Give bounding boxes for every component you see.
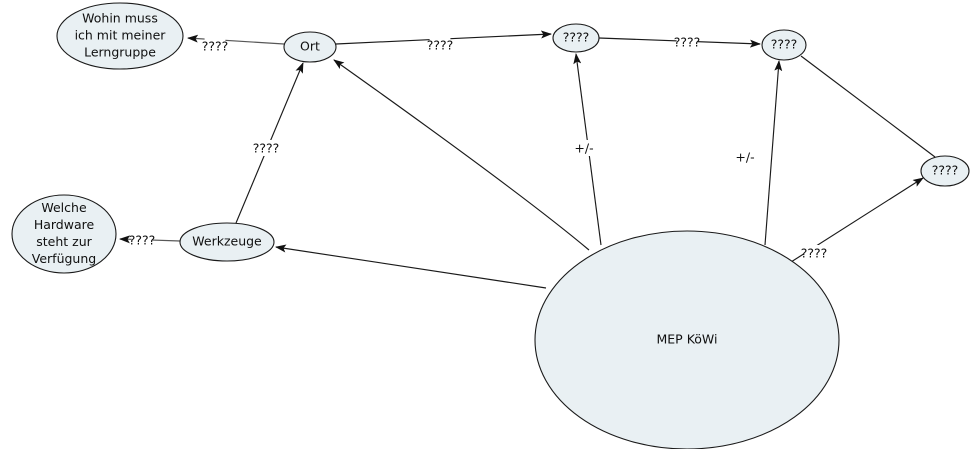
edge-label: ???? [202,39,229,54]
node-label: steht zur [36,234,92,249]
node-shape[interactable] [920,155,970,187]
edge-label: +/- [574,141,593,156]
edge-line [800,55,936,158]
node-q3[interactable]: ???? [920,155,970,187]
edge-mep-to-q2: +/- [735,60,783,246]
edge-label-backdrop [131,232,153,248]
node-label: ???? [563,30,590,45]
edge-label: ???? [674,35,701,50]
edge-label-backdrop [676,34,698,50]
edge-label: +/- [735,150,754,165]
edge-label-backdrop [803,245,825,261]
edge-mep-to-werkzeuge [275,244,547,289]
edge-mep-to-ort [333,59,590,251]
node-shape[interactable] [283,31,337,63]
edge-mep-to-q3: ???? [790,177,924,263]
node-label: ???? [932,163,959,178]
node-shape[interactable] [761,29,807,61]
node-ort[interactable]: Ort [283,31,337,63]
edge-label-backdrop [255,140,277,156]
node-shape[interactable] [56,2,184,70]
edge-label-backdrop [575,140,593,156]
node-shape[interactable] [534,230,840,449]
edge-werkzeuge-to-hw: ???? [119,232,181,248]
edge-line [187,34,285,45]
edge-label-backdrop [204,38,226,54]
node-werkzeuge[interactable]: Werkzeuge [179,222,275,262]
node-shape[interactable] [552,23,600,53]
node-label: MEP KöWi [657,332,718,347]
edge-line [275,244,547,289]
edge-mep-to-q1: +/- [573,53,602,246]
edge-ort-to-q1: ???? [335,30,552,53]
node-shape[interactable] [11,194,117,274]
node-q2[interactable]: ???? [761,29,807,61]
node-label: Wohin muss [82,11,158,26]
edge-ort-to-wohin: ???? [187,34,285,54]
node-label: Ort [300,39,320,54]
edges-layer: ???????????? +/- +/-???????????? [119,30,936,289]
edge-q2-to-q3 [800,55,936,158]
edge-line [333,59,590,251]
node-label: Lerngruppe [84,45,156,60]
node-label: Verfügung [32,251,96,266]
node-label: Welche [41,200,87,215]
node-shape[interactable] [179,222,275,262]
edge-label: ???? [253,141,280,156]
node-label: Hardware [34,217,95,232]
edge-line [764,60,783,246]
edge-label: ???? [129,233,156,248]
node-label: ???? [771,37,798,52]
edge-q1-to-q2: ???? [598,34,761,50]
edge-werkzeuge-to-ort: ???? [235,62,304,224]
node-label: Werkzeuge [192,234,262,249]
edge-label-backdrop [429,37,451,53]
edge-label: ???? [801,246,828,261]
node-q1[interactable]: ???? [552,23,600,53]
node-label: ich mit meiner [75,28,167,43]
edge-label-backdrop [736,149,754,165]
edge-label: ???? [427,38,454,53]
node-mep[interactable]: MEP KöWi [534,230,840,449]
